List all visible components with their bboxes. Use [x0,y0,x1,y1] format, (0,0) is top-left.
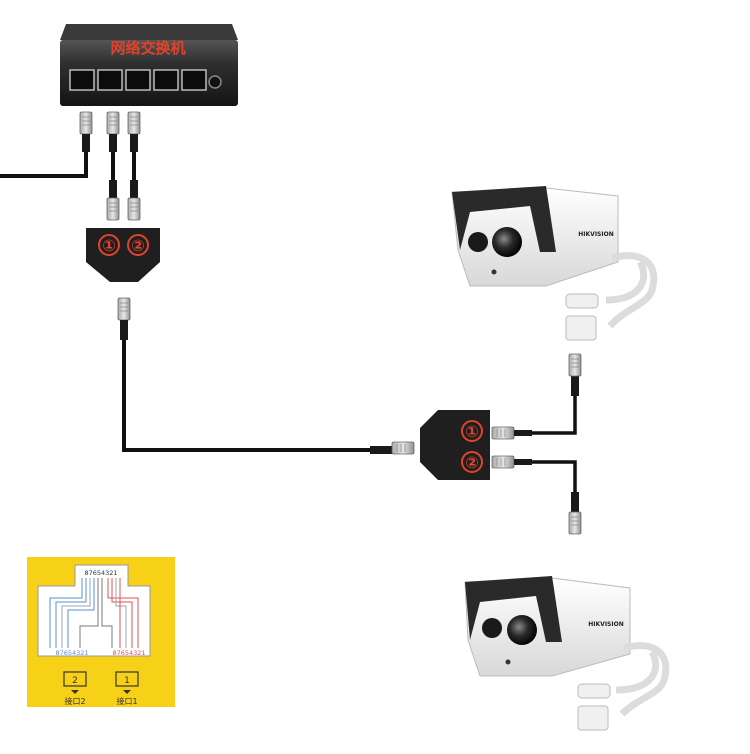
splitter-middle-port2-badge [461,451,483,473]
switch-cables [0,150,136,180]
camera-bottom-ir [482,618,502,638]
pinout-left-port-icon [63,671,87,687]
splitter-top-port1-label: ① [102,236,116,255]
switch-ports [69,69,207,91]
pinout-top-pins: 87654321 [84,569,117,577]
pinout-left-port-caption: 接口2 [64,696,85,706]
pinout-right-port-caption: 接口1 [116,696,137,706]
camera-cables [491,353,582,535]
switch-label: 网络交换机 [110,39,185,57]
pinout-card: 87654321 87654321 87654321 2 接口2 1 接口1 [27,557,175,707]
splitter-top-port1-badge [98,234,120,256]
camera-bottom-lens [507,615,537,645]
pinout-right-pins: 87654321 [112,649,145,657]
camera-top: HIKVISION [451,186,658,341]
pinout-wires [49,578,139,648]
splitter-middle-port1-badge [461,420,483,442]
pinout-left-pins: 87654321 [55,649,88,657]
splitter-top-port2-badge [127,234,149,256]
splitter-middle-port1-label: ① [465,422,479,441]
pinout-right-port-icon [115,671,139,687]
trunk-cable [117,297,415,455]
camera-top-ir [468,232,488,252]
camera-bottom-brand: HIKVISION [588,621,623,628]
switch-plugs [79,111,141,221]
camera-top-brand: HIKVISION [578,231,613,238]
power-jack [208,75,222,89]
splitter-top-port2-label: ② [131,236,145,255]
splitter-middle-port2-label: ② [465,453,479,472]
network-switch: 网络交换机 [60,24,238,106]
camera-bottom: HIKVISION [464,576,670,731]
camera-top-lens [492,227,522,257]
splitter-middle: ① ② [420,410,490,480]
pinout-left-port-number: 2 [72,676,78,686]
pinout-right-port-number: 1 [124,676,130,686]
splitter-top: ① ② [86,228,160,282]
